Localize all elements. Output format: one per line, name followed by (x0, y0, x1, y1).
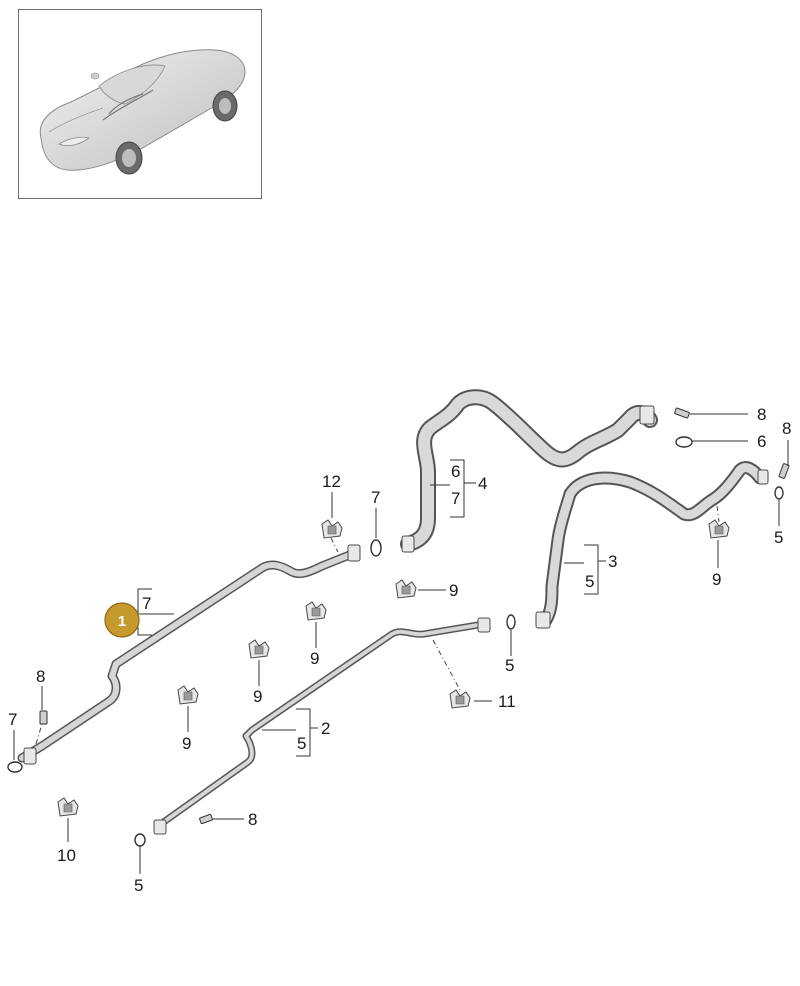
callout-9[interactable]: 9 (253, 687, 262, 706)
callout-5[interactable]: 5 (505, 656, 514, 675)
o-ring[interactable] (774, 486, 784, 500)
fitting (477, 617, 491, 633)
callout-7[interactable]: 7 (451, 489, 460, 508)
callout-8[interactable]: 8 (36, 667, 45, 686)
callout-5[interactable]: 5 (774, 528, 783, 547)
clip-icon[interactable] (708, 519, 730, 539)
callout-8[interactable]: 8 (782, 419, 791, 438)
bolt-icon[interactable] (39, 710, 48, 725)
callout-7[interactable]: 7 (8, 710, 17, 729)
callout-11[interactable]: 11 (498, 692, 516, 711)
car-overview-icon (39, 49, 246, 175)
bolt-icon[interactable] (199, 813, 213, 825)
callout-7[interactable]: 7 (371, 488, 380, 507)
fitting (639, 405, 655, 425)
o-ring[interactable] (506, 614, 516, 630)
fitting (401, 535, 415, 553)
clip-brackets (57, 519, 730, 817)
callout-12[interactable]: 12 (322, 472, 341, 491)
vehicle-thumbnail[interactable] (18, 9, 262, 199)
callout-8[interactable]: 8 (757, 405, 766, 424)
fitting (153, 819, 167, 835)
badge-number: 1 (118, 613, 126, 630)
callout-5[interactable]: 5 (297, 734, 306, 753)
callout-9[interactable]: 9 (310, 649, 319, 668)
bracket-11-icon[interactable] (449, 689, 471, 709)
clip-icon[interactable] (177, 685, 199, 705)
bolt-icon[interactable] (778, 463, 790, 479)
callout-8[interactable]: 8 (248, 810, 257, 829)
callout-labels: 12 7 6 7 4 8 6 8 5 9 3 5 9 7 9 9 5 8 11 … (8, 405, 791, 895)
callout-9[interactable]: 9 (449, 581, 458, 600)
fitting (535, 611, 551, 629)
o-ring[interactable] (675, 436, 693, 448)
callout-4[interactable]: 4 (478, 474, 487, 493)
callout-5[interactable]: 5 (134, 876, 143, 895)
callout-2[interactable]: 2 (321, 719, 330, 738)
clip-icon[interactable] (305, 601, 327, 621)
fitting (23, 747, 37, 765)
o-ring[interactable] (134, 833, 146, 847)
callout-6[interactable]: 6 (451, 462, 460, 481)
o-ring[interactable] (370, 539, 382, 557)
fitting (347, 544, 361, 562)
position-badge[interactable]: 1 (104, 602, 140, 638)
o-ring[interactable] (7, 761, 23, 773)
bracket-12-icon[interactable] (321, 519, 343, 539)
callout-9[interactable]: 9 (182, 734, 191, 753)
bolt-icon[interactable] (674, 407, 690, 419)
clip-icon[interactable] (395, 579, 417, 599)
bracket-10-icon[interactable] (57, 797, 79, 817)
callout-5[interactable]: 5 (585, 572, 594, 591)
callout-6[interactable]: 6 (757, 432, 766, 451)
callout-7[interactable]: 7 (142, 594, 151, 613)
clip-icon[interactable] (248, 639, 270, 659)
fitting (757, 469, 769, 485)
callout-3[interactable]: 3 (608, 552, 617, 571)
callout-9[interactable]: 9 (712, 570, 721, 589)
callout-10[interactable]: 10 (57, 846, 76, 865)
